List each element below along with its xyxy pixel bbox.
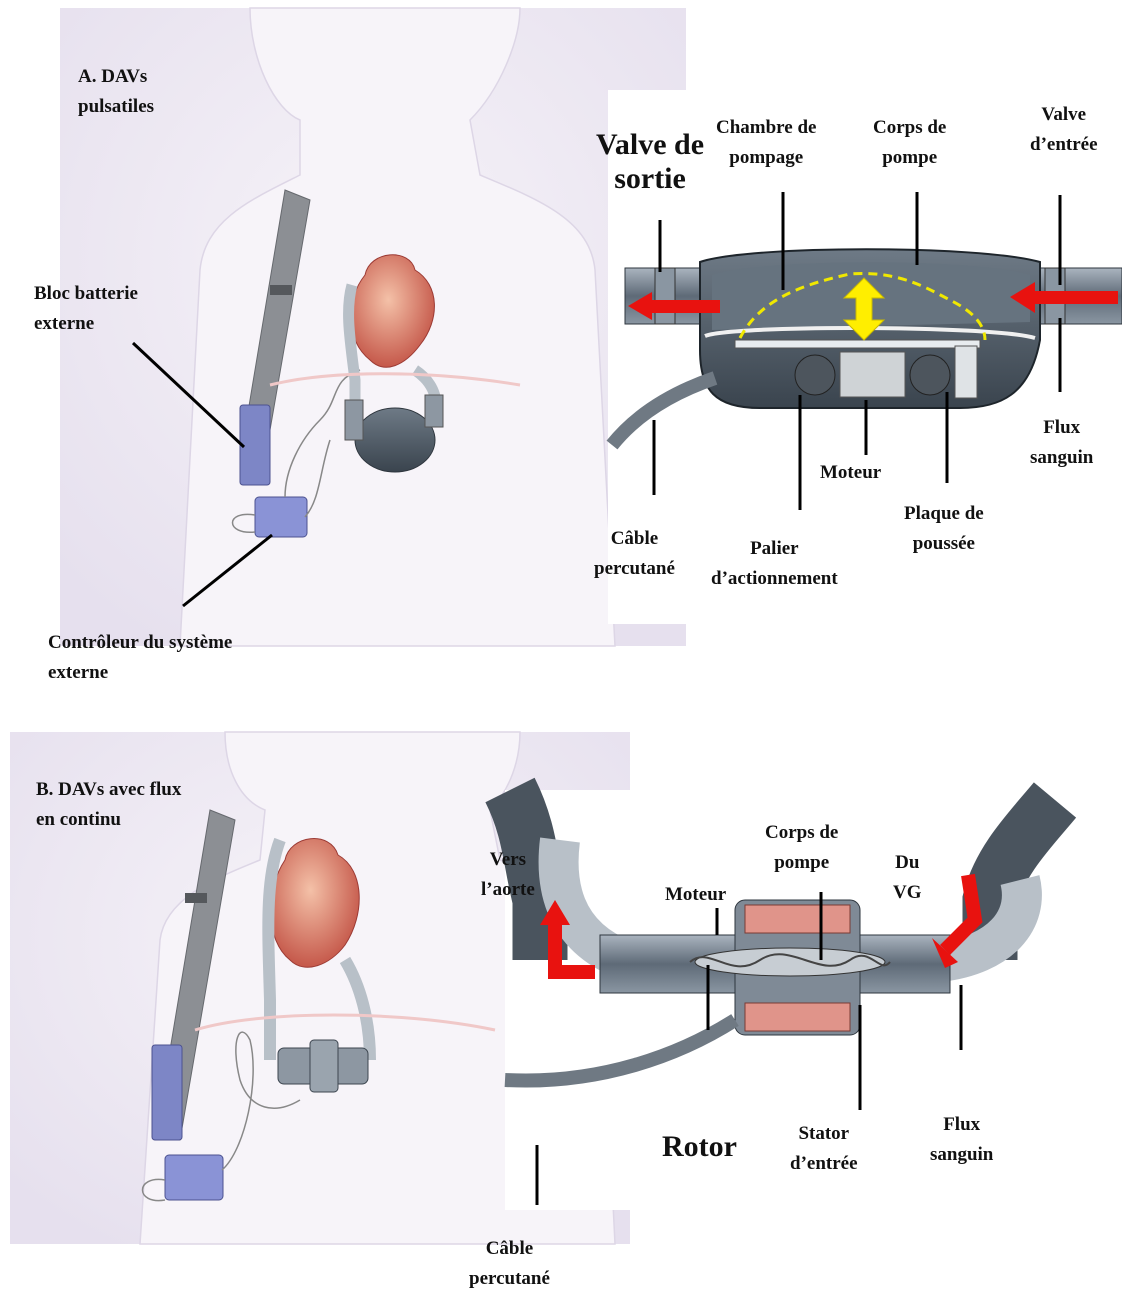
motor-label-b: Moteur bbox=[665, 880, 726, 910]
panel-a-title-line1: A. DAVs bbox=[78, 62, 154, 92]
pump-body-label-b: Corps de pompe bbox=[765, 818, 838, 878]
outlet-valve-label: Valve de sortie bbox=[596, 128, 704, 196]
pump-body-label-a: Corps de pompe bbox=[873, 113, 946, 173]
from-lv-label: Du VG bbox=[893, 848, 922, 908]
controller-box-b bbox=[165, 1155, 223, 1200]
blood-flow-label-a: Flux sanguin bbox=[1030, 413, 1093, 473]
cable-label-a: Câble percutané bbox=[594, 524, 675, 584]
stator-label: Stator d’entrée bbox=[790, 1119, 858, 1179]
pump-chamber-label: Chambre de pompage bbox=[716, 113, 816, 173]
magnet-top bbox=[745, 905, 850, 933]
inlet-valve-label: Valve d’entrée bbox=[1030, 100, 1098, 160]
actuator-label: Palier d’actionnement bbox=[711, 534, 838, 594]
battery-pack-b bbox=[152, 1045, 182, 1140]
push-plate-label: Plaque de poussée bbox=[904, 499, 984, 559]
to-aorta-label: Vers l’aorte bbox=[481, 845, 535, 905]
panel-b-title: B. DAVs avec flux en continu bbox=[36, 775, 181, 835]
panel-a-title-line2: pulsatiles bbox=[78, 92, 154, 122]
battery-label: Bloc batterie externe bbox=[34, 279, 138, 339]
rotor-label: Rotor bbox=[662, 1130, 737, 1164]
panel-a-title: A. DAVs pulsatiles bbox=[78, 62, 154, 122]
blood-flow-label-b: Flux sanguin bbox=[930, 1110, 993, 1170]
cable-label-b: Câble percutané bbox=[469, 1234, 550, 1294]
magnet-bottom bbox=[745, 1003, 850, 1031]
motor-label-a: Moteur bbox=[820, 458, 881, 488]
controller-label: Contrôleur du système externe bbox=[48, 628, 232, 688]
